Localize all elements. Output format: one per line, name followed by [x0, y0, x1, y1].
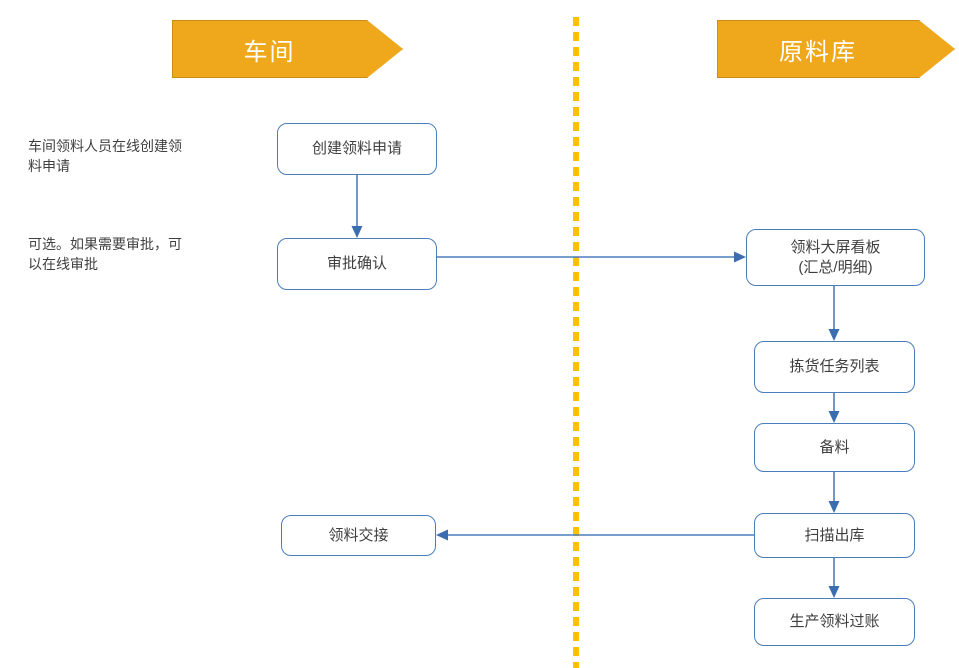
- edge-dashboard-to-picking: [828, 285, 840, 341]
- node-approval-confirm[interactable]: 审批确认: [277, 238, 437, 290]
- note-create-request: 车间领料人员在线创建领 料申请: [28, 138, 182, 175]
- lane-banner-workshop-label: 车间: [243, 38, 296, 66]
- node-picking-task[interactable]: 拣货任务列表: [754, 341, 915, 393]
- node-dashboard[interactable]: 领料大屏看板 (汇总/明细): [746, 229, 925, 286]
- lane-banner-workshop: 车间: [172, 20, 403, 78]
- edge-approval-to-dashboard: [437, 251, 746, 263]
- lane-divider-dashed: [573, 17, 579, 668]
- node-posting[interactable]: 生产领料过账: [754, 598, 915, 646]
- node-scan-outbound[interactable]: 扫描出库: [754, 513, 915, 558]
- edge-picking-to-prepare: [828, 392, 840, 423]
- edge-create-to-approval: [351, 175, 363, 238]
- edge-scan-to-posting: [828, 557, 840, 598]
- edge-prepare-to-scan: [828, 471, 840, 513]
- node-prepare-material[interactable]: 备料: [754, 423, 915, 472]
- lane-banner-raw-material-warehouse: 原料库: [717, 20, 955, 78]
- node-handover[interactable]: 领料交接: [281, 515, 436, 556]
- note-approval: 可选。如果需要审批，可 以在线审批: [28, 236, 182, 273]
- lane-banner-raw-material-warehouse-label: 原料库: [779, 38, 857, 66]
- node-create-request[interactable]: 创建领料申请: [277, 123, 437, 175]
- edge-scan-to-handover: [436, 529, 754, 541]
